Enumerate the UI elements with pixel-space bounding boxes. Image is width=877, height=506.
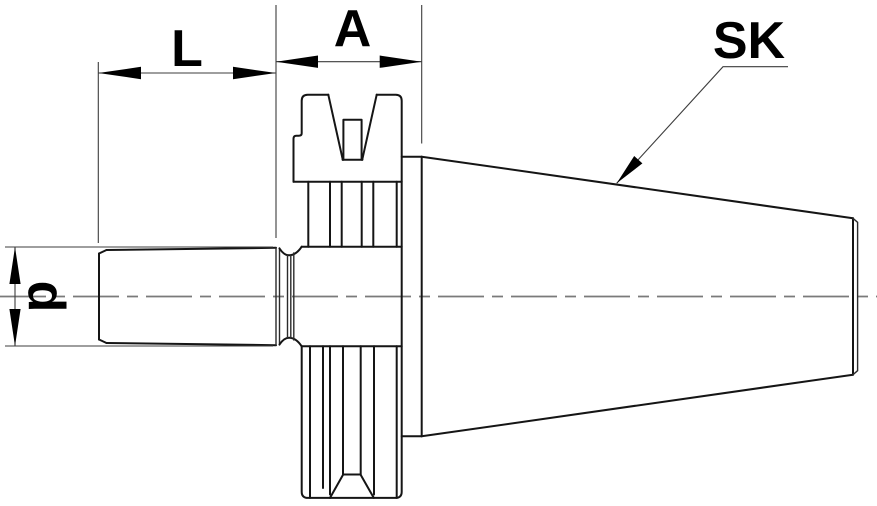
leader-SK: SK (616, 12, 788, 184)
drive-slot-lines-bottom (309, 345, 398, 499)
dimension-label-A: A (334, 0, 372, 58)
taper-label-SK: SK (713, 12, 786, 70)
taper-cone-outline (400, 155, 859, 438)
dimension-arrow-up (9, 247, 21, 284)
dimension-arrow-right (233, 66, 276, 80)
arbor-shank-outline (98, 246, 281, 347)
dimension-label-d: d (17, 281, 75, 313)
dimension-arrow-left (276, 55, 318, 68)
dimension-arrow-left (98, 66, 141, 80)
gripper-v-groove-bottom (329, 473, 375, 499)
gripper-flange-outline (292, 93, 403, 499)
leader-arrow (616, 156, 643, 184)
gripper-v-groove-top (327, 93, 378, 161)
drive-slot-lines-top (307, 180, 398, 248)
shank-neck (278, 245, 303, 348)
dimension-label-L: L (171, 20, 203, 78)
dimension-d: d (5, 246, 273, 347)
dimension-arrow-down (9, 309, 21, 346)
dimension-A: A (275, 0, 423, 238)
dimension-L: L (97, 20, 276, 243)
dimension-arrow-right (379, 55, 422, 68)
